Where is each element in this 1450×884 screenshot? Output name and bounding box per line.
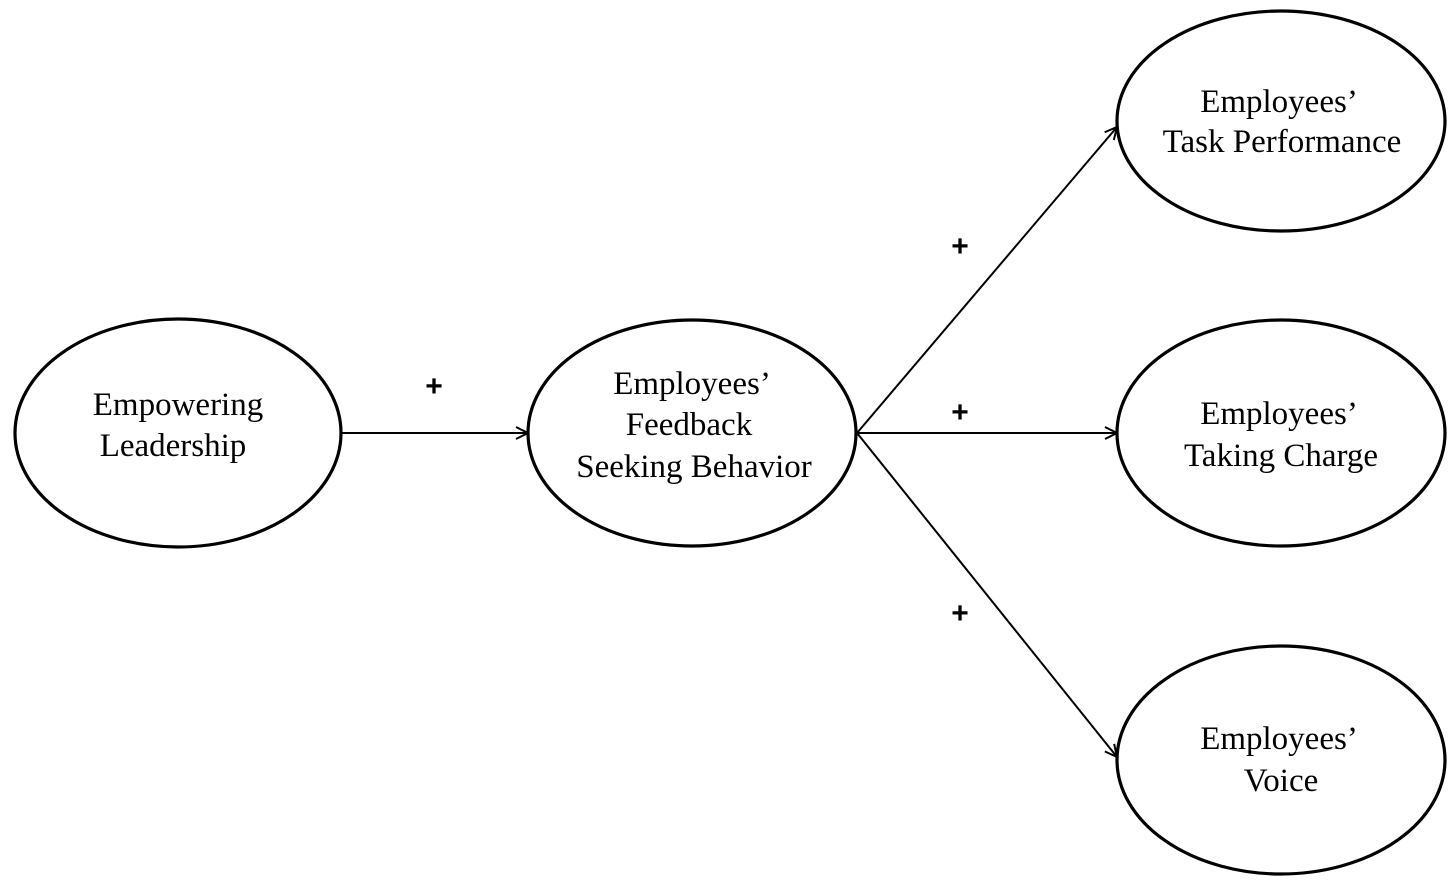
edge-feedback-to-taking-charge: + bbox=[857, 396, 1117, 433]
node-label-line: Task Performance bbox=[1163, 124, 1402, 160]
edge-sign-feedback-to-voice: + bbox=[951, 597, 969, 630]
arrow-feedback-to-voice bbox=[856, 432, 1117, 757]
edge-sign-feedback-to-task-performance: + bbox=[951, 230, 969, 263]
node-empowering-leadership: Empowering Leadership bbox=[13, 317, 343, 549]
node-label-line: Seeking Behavior bbox=[576, 449, 812, 485]
edge-feedback-to-task-performance: + bbox=[856, 127, 1117, 434]
node-task-performance: Employees’ Task Performance bbox=[1115, 9, 1447, 233]
node-label-line: Voice bbox=[1244, 763, 1319, 799]
edge-empowering-to-feedback: + bbox=[342, 370, 528, 433]
node-label-line: Empowering bbox=[93, 387, 263, 423]
node-label-line: Employees’ bbox=[1200, 721, 1358, 757]
node-label-line: Employees’ bbox=[1200, 84, 1358, 120]
node-label-line: Leadership bbox=[100, 428, 247, 464]
node-ellipse bbox=[1115, 644, 1447, 876]
node-taking-charge: Employees’ Taking Charge bbox=[1115, 318, 1447, 548]
node-ellipse bbox=[526, 318, 858, 548]
node-label-line: Feedback bbox=[626, 407, 753, 443]
arrow-feedback-to-task-performance bbox=[856, 127, 1117, 434]
node-label-line: Taking Charge bbox=[1184, 438, 1378, 474]
node-label-line: Employees’ bbox=[613, 366, 771, 402]
node-label-line: Employees’ bbox=[1200, 396, 1358, 432]
edge-sign-feedback-to-taking-charge: + bbox=[951, 396, 969, 429]
node-voice: Employees’ Voice bbox=[1115, 644, 1447, 876]
edge-feedback-to-voice: + bbox=[856, 432, 1117, 757]
node-feedback-seeking: Employees’ Feedback Seeking Behavior bbox=[526, 318, 858, 548]
node-ellipse bbox=[1115, 9, 1447, 233]
edge-sign-empowering-to-feedback: + bbox=[425, 370, 443, 403]
node-ellipse bbox=[1115, 318, 1447, 548]
node-ellipse bbox=[13, 317, 343, 549]
